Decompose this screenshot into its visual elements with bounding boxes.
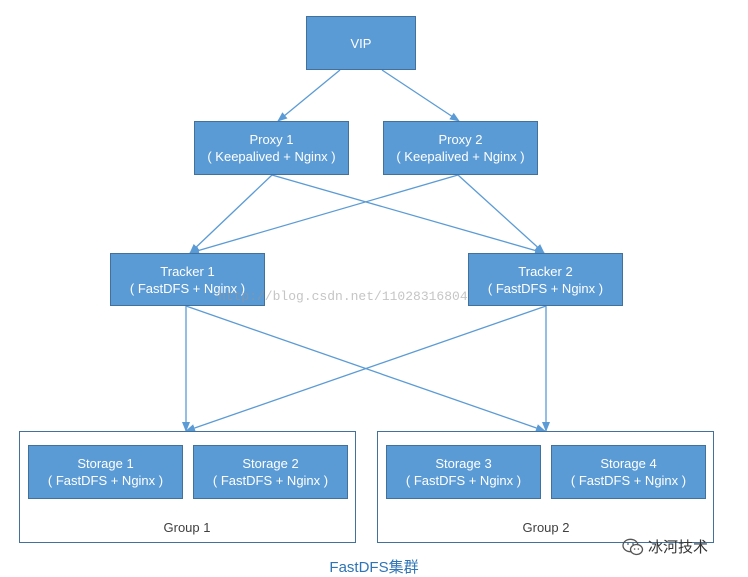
vip-node: VIP bbox=[306, 16, 416, 70]
proxy1-title: Proxy 1 bbox=[249, 132, 294, 147]
wechat-icon bbox=[622, 538, 644, 555]
storage1-node: Storage 1 ( FastDFS + Nginx ) bbox=[28, 445, 183, 499]
group1-label: Group 1 bbox=[163, 520, 211, 535]
storage1-subtitle: ( FastDFS + Nginx ) bbox=[47, 473, 164, 488]
brand-name: 冰河技术 bbox=[648, 539, 709, 556]
tracker1-node: Tracker 1 ( FastDFS + Nginx ) bbox=[110, 253, 265, 306]
edge-proxy1-tracker1 bbox=[189, 174, 273, 254]
edge-proxy2-tracker1 bbox=[189, 174, 459, 255]
storage4-subtitle: ( FastDFS + Nginx ) bbox=[570, 473, 687, 488]
edge-vip-proxy1 bbox=[277, 69, 341, 122]
brand-mark: 冰河技术 bbox=[622, 536, 708, 557]
storage1-title: Storage 1 bbox=[77, 456, 134, 471]
tracker1-subtitle: ( FastDFS + Nginx ) bbox=[129, 280, 246, 296]
proxy2-subtitle: ( Keepalived + Nginx ) bbox=[396, 149, 525, 164]
group2-label: Group 2 bbox=[522, 520, 570, 535]
storage4-node: Storage 4 ( FastDFS + Nginx ) bbox=[551, 445, 706, 499]
group2-container bbox=[377, 431, 714, 543]
storage4-title: Storage 4 bbox=[600, 456, 657, 471]
tracker1-title: Tracker 1 bbox=[160, 263, 215, 279]
proxy1-subtitle: ( Keepalived + Nginx ) bbox=[207, 149, 336, 164]
storage2-node: Storage 2 ( FastDFS + Nginx ) bbox=[193, 445, 348, 499]
storage2-subtitle: ( FastDFS + Nginx ) bbox=[212, 473, 329, 488]
diagram-caption: FastDFS集群 bbox=[329, 559, 419, 576]
edge-tracker2-group1 bbox=[185, 305, 547, 432]
edge-proxy2-tracker2 bbox=[457, 174, 545, 254]
tracker2-title: Tracker 2 bbox=[518, 263, 573, 279]
edge-proxy1-tracker2 bbox=[271, 174, 545, 255]
tracker2-node: Tracker 2 ( FastDFS + Nginx ) bbox=[468, 253, 623, 306]
storage3-node: Storage 3 ( FastDFS + Nginx ) bbox=[386, 445, 541, 499]
proxy2-title: Proxy 2 bbox=[438, 132, 483, 147]
edge-vip-proxy2 bbox=[381, 69, 460, 122]
storage3-subtitle: ( FastDFS + Nginx ) bbox=[405, 473, 522, 488]
proxy2-node: Proxy 2 ( Keepalived + Nginx ) bbox=[383, 121, 538, 175]
vip-title: VIP bbox=[350, 35, 372, 51]
storage3-title: Storage 3 bbox=[435, 456, 492, 471]
proxy1-node: Proxy 1 ( Keepalived + Nginx ) bbox=[194, 121, 349, 175]
watermark-url: http://blog.csdn.net/11028316804 bbox=[218, 289, 468, 304]
group1-container bbox=[19, 431, 356, 543]
tracker2-subtitle: ( FastDFS + Nginx ) bbox=[487, 280, 604, 296]
storage2-title: Storage 2 bbox=[242, 456, 299, 471]
